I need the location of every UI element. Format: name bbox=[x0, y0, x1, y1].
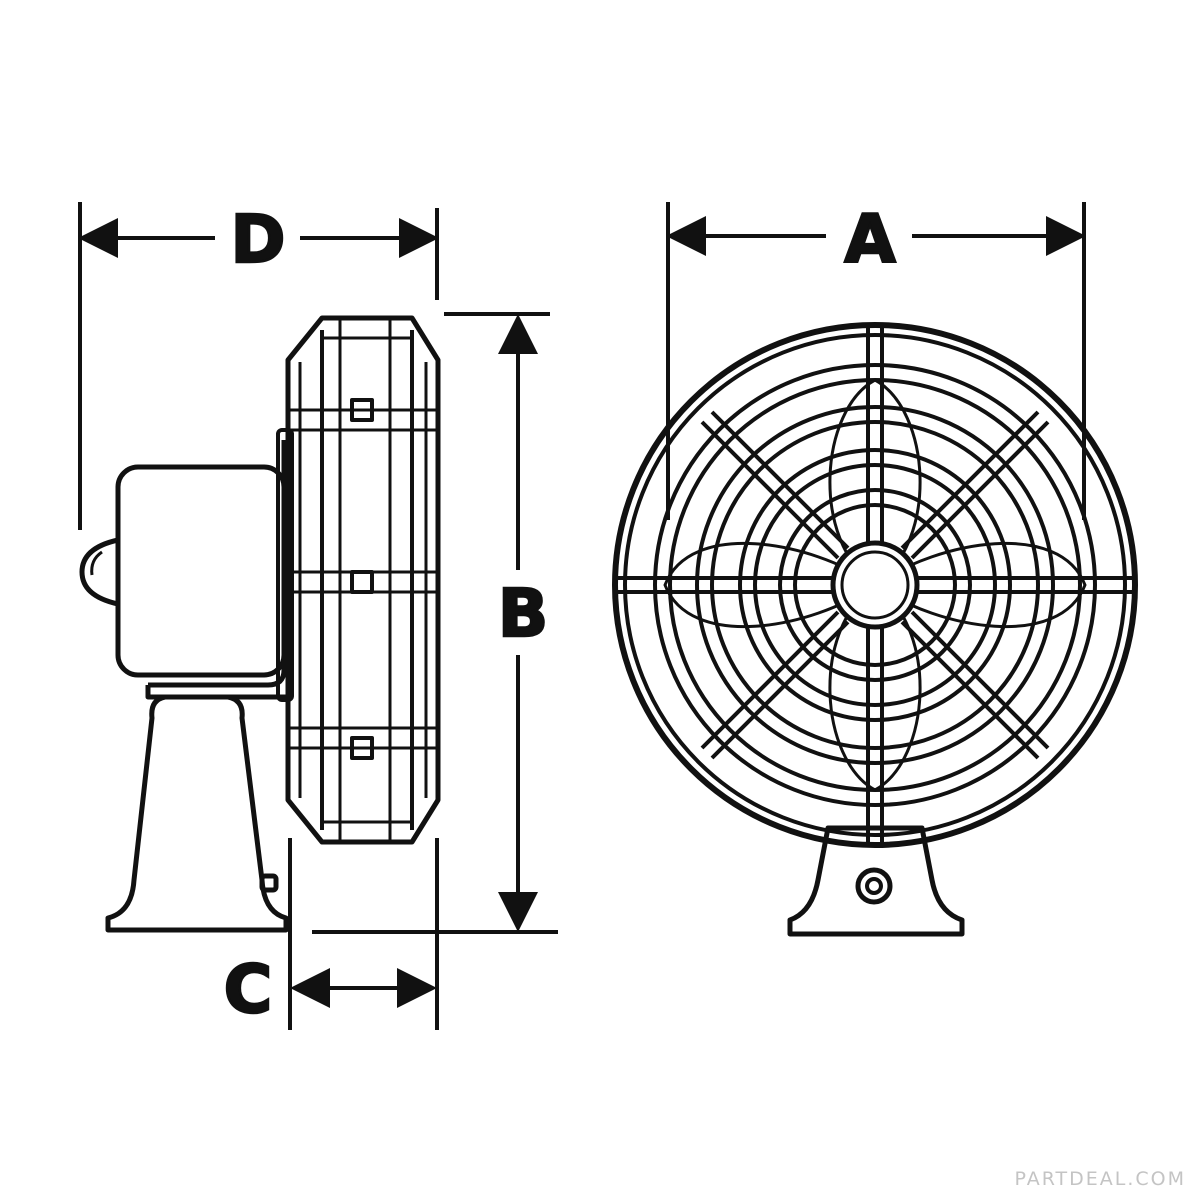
front-view-guard-rim bbox=[612, 322, 1138, 848]
dimension-lines bbox=[78, 202, 1086, 1030]
side-view-base-knob bbox=[259, 873, 279, 893]
side-view-guard bbox=[285, 315, 441, 845]
front-view-base bbox=[787, 825, 965, 937]
front-view-guard-rings bbox=[653, 363, 1097, 807]
side-view-switch bbox=[79, 537, 119, 607]
side-view-guard-clips bbox=[350, 398, 374, 760]
front-view bbox=[612, 322, 1138, 937]
dimension-label-d: D bbox=[231, 201, 286, 278]
side-view-base bbox=[105, 694, 289, 933]
dimension-label-b: B bbox=[498, 575, 548, 652]
dimension-label-a: A bbox=[844, 201, 895, 278]
front-view-base-bolt bbox=[855, 867, 893, 905]
front-view-guard-spokes bbox=[615, 325, 1135, 845]
dimension-label-c: C bbox=[224, 951, 272, 1028]
front-view-hub bbox=[830, 540, 920, 630]
side-view-guard-ribs bbox=[290, 336, 436, 824]
side-view bbox=[79, 315, 441, 933]
side-view-bracket bbox=[145, 440, 293, 700]
side-view-motor-housing bbox=[115, 464, 287, 678]
watermark: PARTDEAL.COM bbox=[1014, 1168, 1186, 1190]
